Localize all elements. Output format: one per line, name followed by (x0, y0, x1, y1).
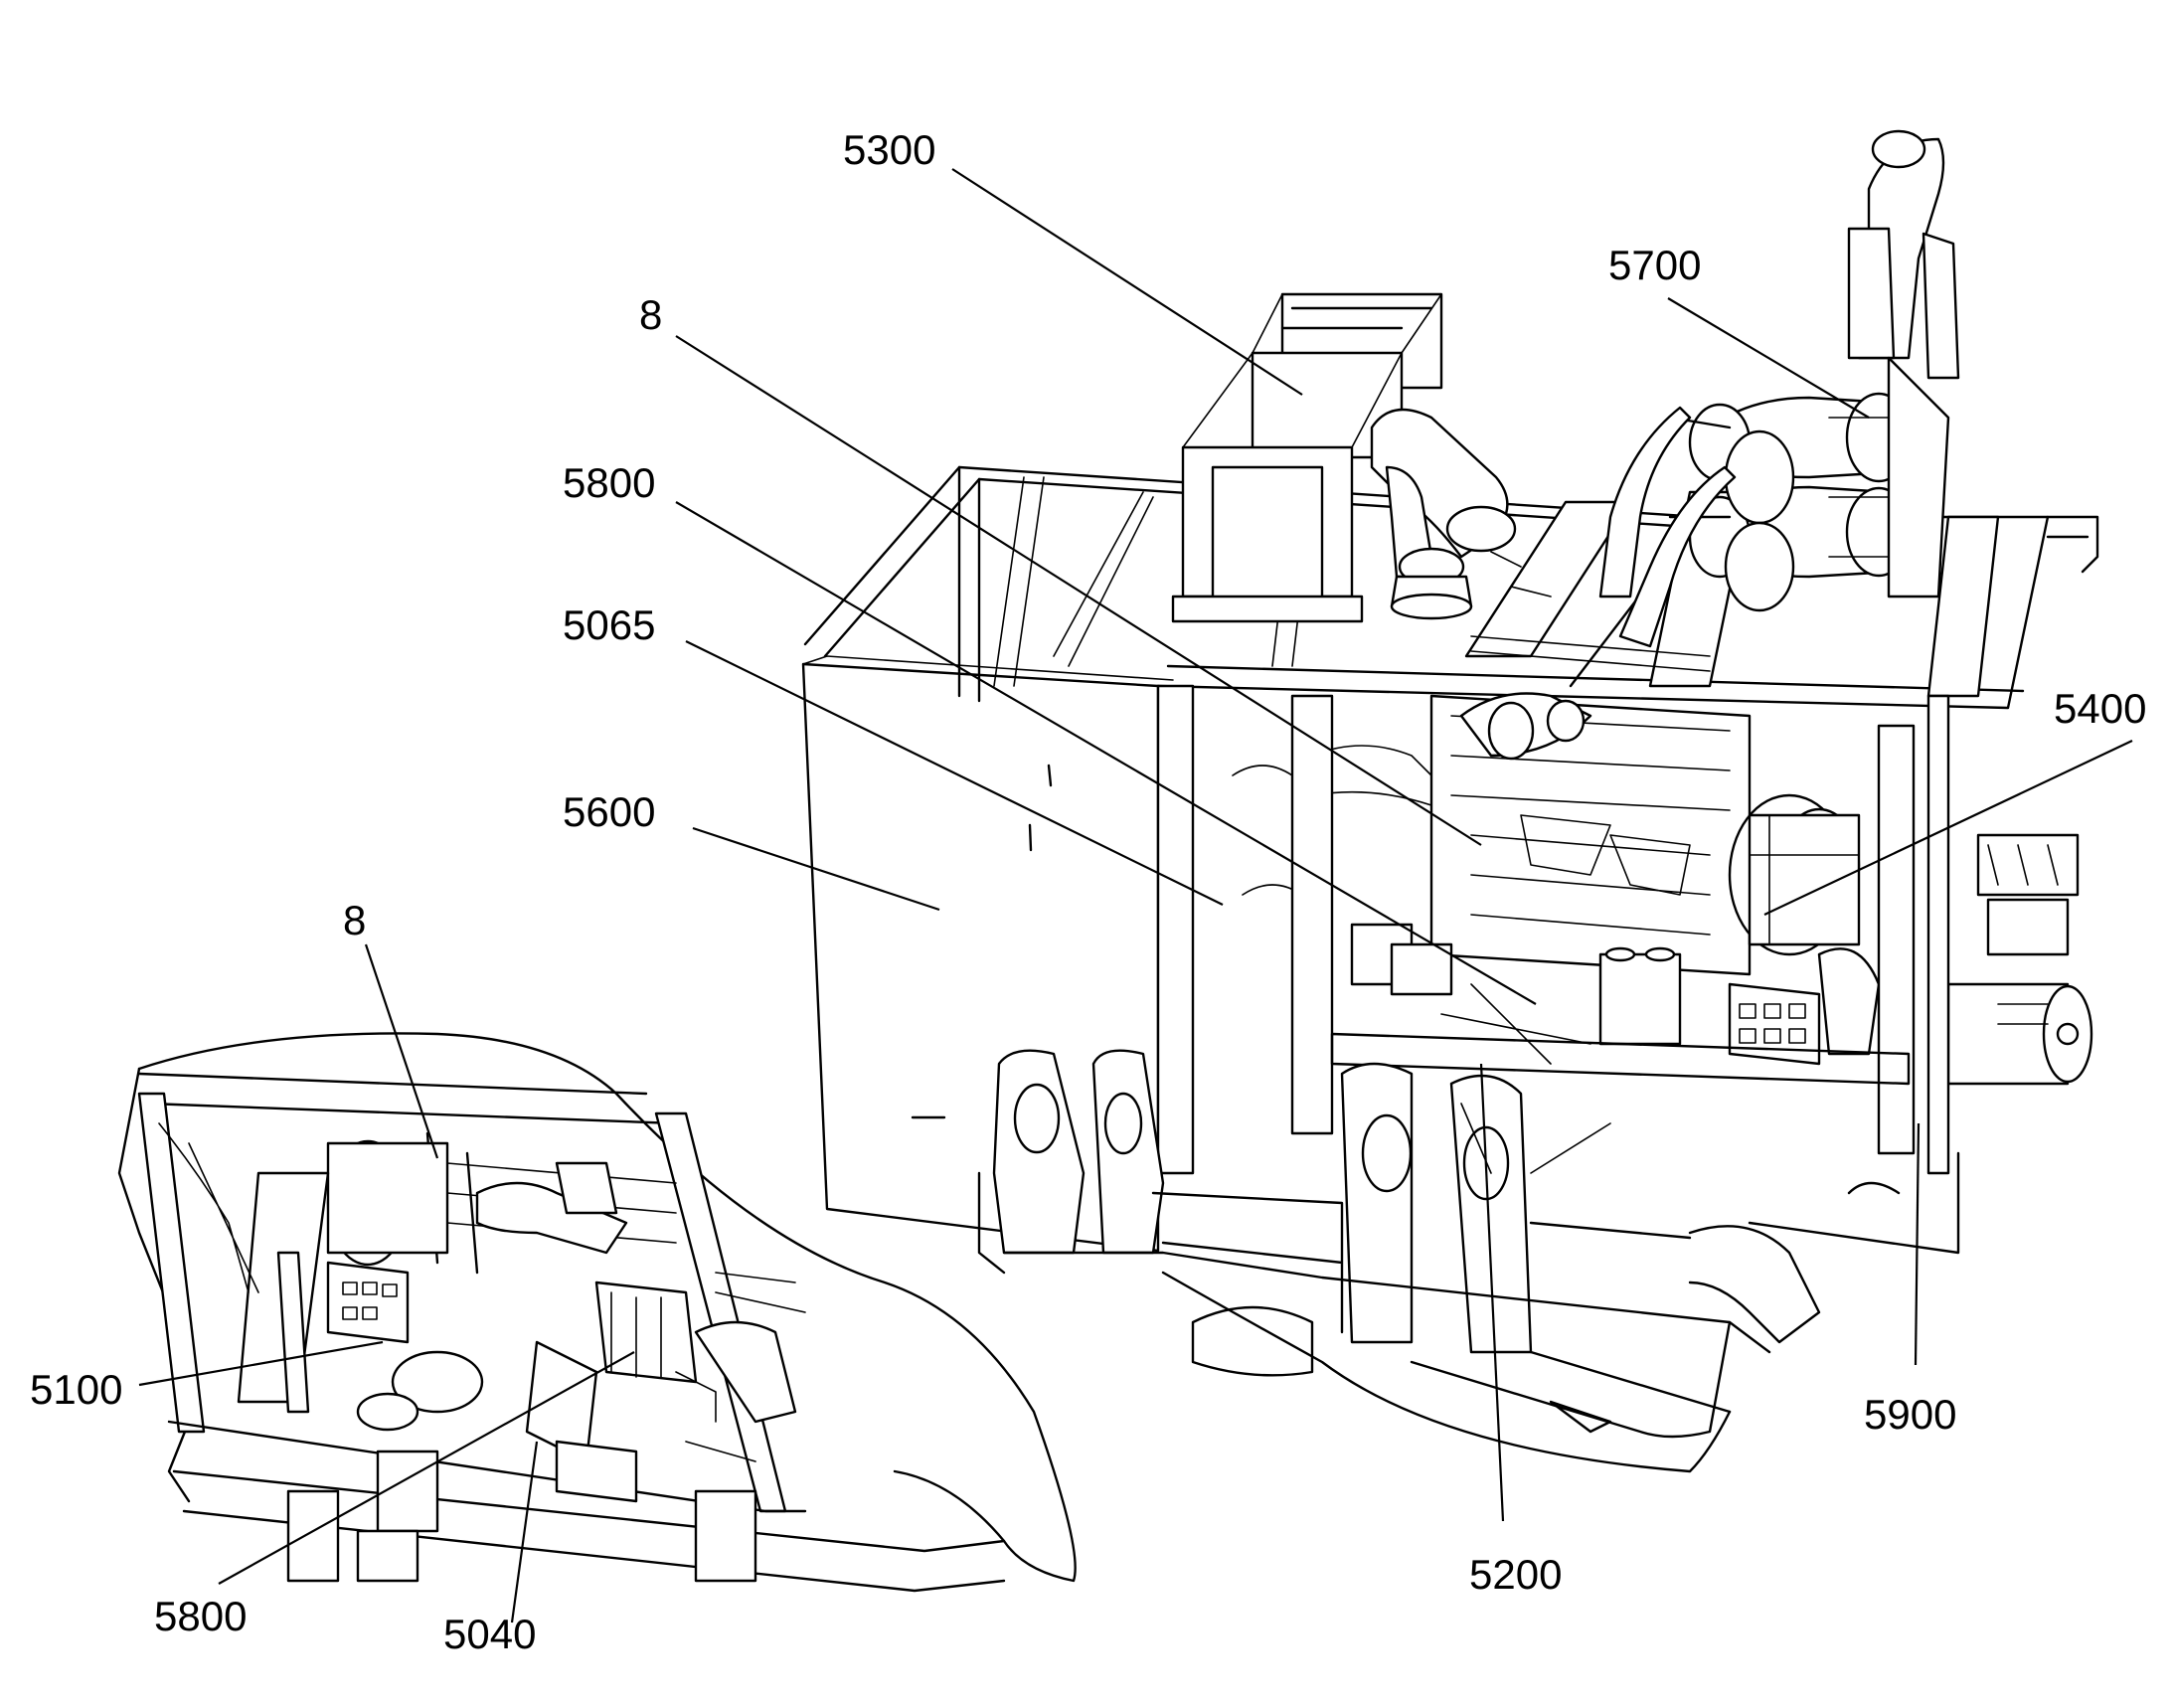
label-5065: 5065 (563, 601, 656, 648)
hydraulic-pump-5400 (1728, 793, 1881, 1066)
inset-outline (137, 1032, 1077, 1583)
side-panel-5600 (801, 655, 1174, 1253)
label-5700: 5700 (1608, 242, 1702, 288)
label-5800-top: 5800 (563, 459, 656, 506)
inset-engine (158, 1122, 806, 1583)
leader-8-inset (364, 943, 439, 1159)
engine-block (1232, 692, 1752, 1065)
air-box-5300 (1171, 292, 1443, 623)
leader-5600 (692, 826, 940, 912)
right-valve-bank (1946, 833, 2093, 1086)
leader-5040 (510, 1441, 539, 1623)
leader-5300 (951, 168, 1303, 396)
label-5600: 5600 (563, 788, 656, 835)
label-5040: 5040 (443, 1611, 537, 1657)
main-engine-assembly (801, 129, 2099, 1473)
label-5200: 5200 (1469, 1551, 1563, 1598)
label-8-top: 8 (639, 291, 663, 338)
label-5100: 5100 (30, 1366, 123, 1413)
air-cleaner-5700 (1598, 129, 1960, 648)
main-base-outline (977, 1171, 1771, 1473)
leader-5900 (1914, 1122, 1921, 1366)
leader-5100 (138, 1340, 384, 1387)
leader-5200 (1479, 1063, 1505, 1522)
leader-lines (138, 168, 2133, 1623)
leader-5800-inset (218, 1351, 635, 1585)
label-5400: 5400 (2054, 685, 2147, 732)
label-5900: 5900 (1864, 1391, 1957, 1438)
leader-8-top (675, 335, 1482, 846)
frame-posts (1156, 684, 1950, 1175)
loader-frame (992, 1049, 1960, 1439)
leader-5400 (1763, 740, 2133, 916)
intake-elbows (1370, 408, 1552, 620)
leader-5065 (685, 640, 1224, 906)
label-5800-inset: 5800 (154, 1593, 248, 1639)
label-5300: 5300 (843, 126, 936, 173)
leader-5700 (1667, 297, 1870, 419)
inset-view (117, 1032, 1077, 1593)
leader-5800-top (675, 501, 1537, 1005)
label-8-inset: 8 (343, 897, 367, 943)
